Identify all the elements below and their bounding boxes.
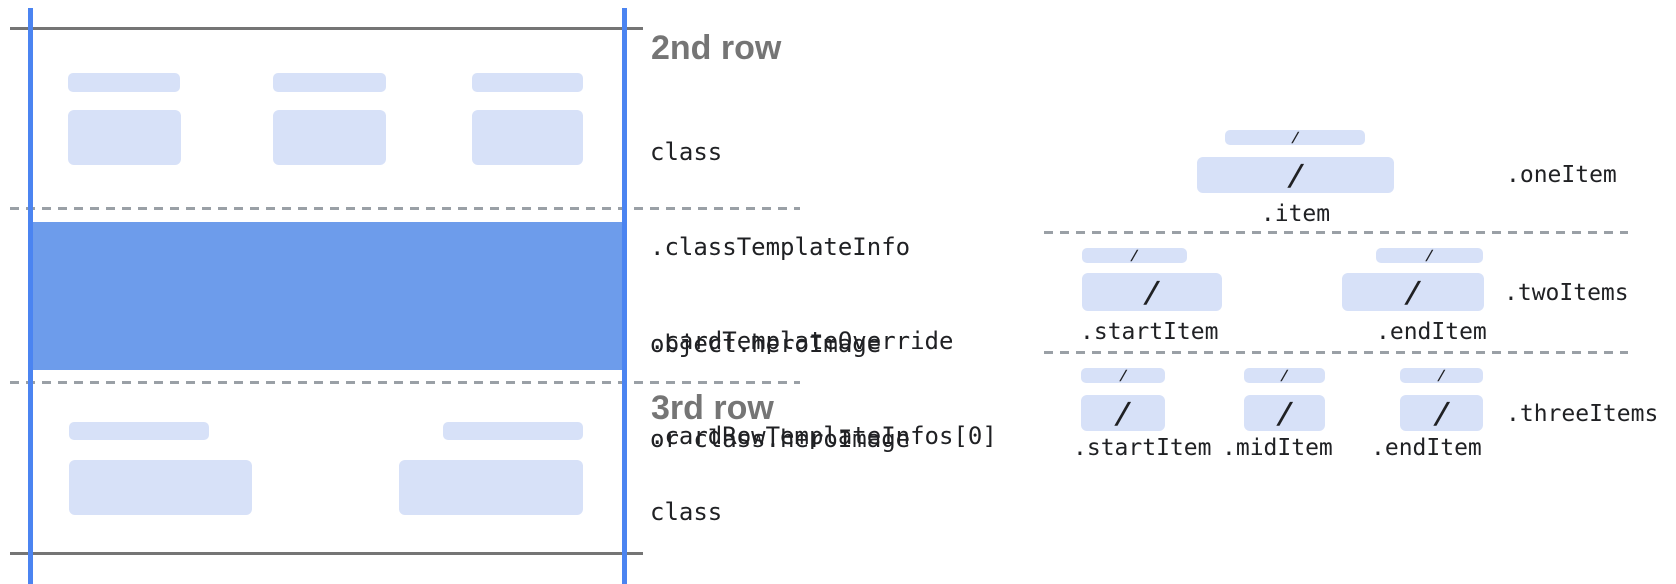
card-bottom-boundary-line xyxy=(10,552,643,555)
row-divider-dashed-line-bottom xyxy=(10,381,800,384)
second-row-code-block: class .classTemplateInfo .cardTemplateOv… xyxy=(650,74,997,515)
row-divider-dashed-line-top xyxy=(10,207,800,210)
slash-glyph: / xyxy=(1289,129,1301,146)
field-value-bar xyxy=(273,110,386,165)
code-line: class xyxy=(650,138,723,166)
code-line: class xyxy=(650,498,723,526)
end-item-label: .endItem xyxy=(1371,435,1482,461)
three-items-end-label-bar: / xyxy=(1400,367,1483,384)
third-row-code-block: class .classTemplateInfo .cardTemplateOv… xyxy=(650,434,997,584)
one-item-row-label: .oneItem xyxy=(1506,162,1617,188)
slash-glyph: / xyxy=(1431,395,1453,430)
field-value-bar xyxy=(472,110,583,165)
three-items-start-value-bar: / xyxy=(1081,395,1165,431)
slash-glyph: / xyxy=(1285,157,1307,192)
slash-glyph: / xyxy=(1424,247,1435,264)
field-value-bar xyxy=(68,110,181,165)
three-items-end-value-bar: / xyxy=(1400,395,1483,431)
three-items-row-label: .threeItems xyxy=(1506,401,1659,427)
slash-glyph: / xyxy=(1436,367,1447,384)
layout-divider-dashed-line-2 xyxy=(1044,351,1628,354)
slash-glyph: / xyxy=(1279,367,1290,384)
code-line: object.heroImage xyxy=(650,330,882,358)
slash-glyph: / xyxy=(1274,395,1296,430)
field-label-bar xyxy=(69,422,209,440)
field-label-bar xyxy=(273,73,386,92)
hero-image-code-block: object.heroImage or class.heroImage xyxy=(650,266,910,518)
two-items-end-label-bar: / xyxy=(1376,247,1483,264)
field-label-bar xyxy=(68,73,180,92)
slash-glyph: / xyxy=(1117,367,1129,384)
start-item-label: .startItem xyxy=(1080,319,1219,345)
slash-glyph: / xyxy=(1129,247,1140,264)
layout-divider-dashed-line-1 xyxy=(1044,231,1628,234)
two-items-start-label-bar: / xyxy=(1082,247,1187,264)
second-row-heading: 2nd row xyxy=(651,29,782,67)
code-line: .cardRowTemplateInfos[0] xyxy=(650,421,997,450)
card-right-edge-line xyxy=(622,8,627,584)
end-item-label: .endItem xyxy=(1376,319,1487,345)
two-items-start-value-bar: / xyxy=(1082,273,1222,311)
third-row-heading: 3rd row xyxy=(651,389,774,427)
code-line: .cardTemplateOverride xyxy=(650,327,954,355)
three-items-start-label-bar: / xyxy=(1081,367,1165,384)
hero-image-band xyxy=(28,222,627,370)
field-value-bar xyxy=(69,460,252,515)
card-left-edge-line xyxy=(28,8,33,584)
three-items-mid-value-bar: / xyxy=(1244,395,1325,431)
code-line: .classTemplateInfo xyxy=(650,232,911,261)
field-label-bar xyxy=(443,422,583,440)
field-value-bar xyxy=(399,460,583,515)
slash-glyph: / xyxy=(1402,274,1424,309)
two-items-row-label: .twoItems xyxy=(1504,280,1629,306)
slash-glyph: / xyxy=(1112,395,1134,430)
start-item-label: .startItem xyxy=(1073,435,1212,461)
item-label: .item xyxy=(1260,201,1331,227)
slash-glyph: / xyxy=(1141,274,1163,309)
three-items-mid-label-bar: / xyxy=(1244,367,1325,384)
field-label-bar xyxy=(472,73,583,92)
one-item-value-bar: / xyxy=(1197,157,1394,193)
two-items-end-value-bar: / xyxy=(1342,273,1484,311)
one-item-label-bar: / xyxy=(1225,129,1365,146)
card-top-boundary-line xyxy=(10,27,643,30)
code-line: or class.heroImage xyxy=(650,424,911,453)
mid-item-label: .midItem xyxy=(1222,435,1333,461)
